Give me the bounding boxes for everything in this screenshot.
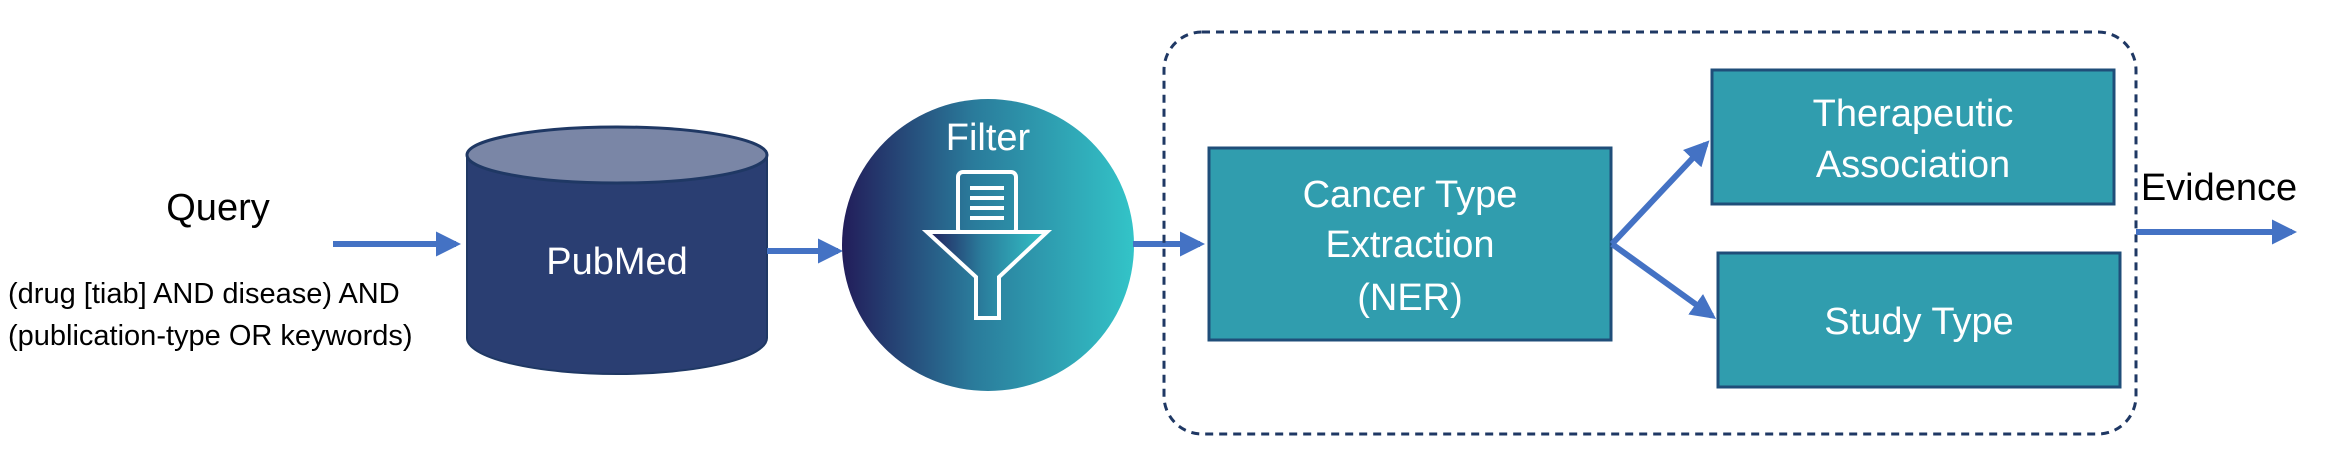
ner-box	[1207, 146, 1613, 342]
study-type-box	[1716, 251, 2122, 389]
ner-label-line3: (NER)	[1357, 277, 1463, 319]
ner-label-line1: Cancer Type	[1303, 174, 1518, 216]
analysis-group-container	[1162, 30, 2138, 436]
query-expression-line1: (drug [tiab] AND disease) AND	[8, 278, 400, 310]
therapeutic-label-line1: Therapeutic	[1813, 93, 2014, 135]
therapeutic-label-line2: Association	[1816, 144, 2010, 186]
study-type-label: Study Type	[1824, 301, 2013, 343]
ner-label-line2: Extraction	[1326, 224, 1495, 266]
therapeutic-association-box	[1710, 68, 2116, 206]
evidence-label: Evidence	[2141, 167, 2297, 209]
arrow-ner-to-study-type	[1610, 241, 1717, 319]
query-expression-line2: (publication-type OR keywords)	[8, 320, 413, 352]
filter-label: Filter	[946, 117, 1031, 159]
arrow-ner-to-therapeutic	[1609, 140, 1710, 247]
query-label: Query	[166, 187, 269, 229]
pubmed-database-icon	[465, 125, 769, 375]
pubmed-label: PubMed	[546, 241, 688, 283]
filter-funnel-document-icon	[921, 170, 1053, 320]
